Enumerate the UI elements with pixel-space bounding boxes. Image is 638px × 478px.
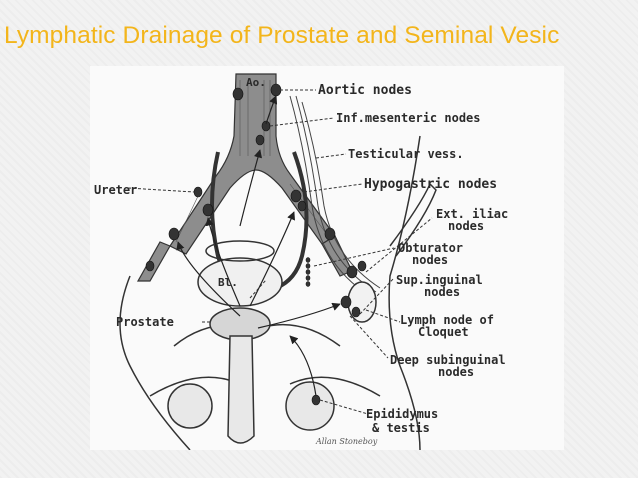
label-sup-inguinal: Sup.inguinal: [396, 273, 483, 287]
prostate: [209, 307, 271, 341]
leader-lines: [127, 89, 433, 415]
label-deep-subinguinal: Deep subinguinal: [390, 353, 506, 367]
figure-labels: Ao. Aortic nodes Inf.mesenteric nodes Te…: [94, 76, 508, 446]
label-cloquet: Cloquet: [418, 325, 469, 339]
label-ext-iliac: Ext. iliac: [436, 207, 508, 221]
label-prostate: Prostate: [116, 315, 174, 329]
lymph-nodes: [145, 83, 367, 406]
label-lymph-node-of-cloquet: Lymph node of: [400, 313, 494, 327]
label-ao: Ao.: [246, 76, 266, 89]
label-obturator: Obturator: [398, 241, 463, 255]
label-hypogastric-nodes: Hypogastric nodes: [364, 177, 497, 192]
label-epididymus: Epididymus: [366, 407, 438, 421]
label-epididymus-testis: & testis: [372, 421, 430, 435]
anatomy-illustration: Ao. Aortic nodes Inf.mesenteric nodes Te…: [90, 66, 564, 450]
label-testicular-vessels: Testicular vess.: [348, 147, 464, 161]
label-bladder: Bl.: [218, 276, 238, 289]
label-aortic-nodes: Aortic nodes: [318, 83, 412, 98]
slide-title: Lymphatic Drainage of Prostate and Semin…: [4, 22, 560, 49]
artist-signature: Allan Stoneboy: [315, 437, 378, 446]
label-obturator-nodes: nodes: [412, 253, 448, 267]
label-ureter: Ureter: [94, 183, 137, 197]
drainage-arrows: [176, 95, 341, 397]
anatomy-drawing: Ao. Aortic nodes Inf.mesenteric nodes Te…: [94, 73, 508, 450]
label-sup-inguinal-nodes: nodes: [424, 285, 460, 299]
label-inf-mesenteric-nodes: Inf.mesenteric nodes: [336, 111, 481, 125]
bladder: [197, 240, 283, 307]
label-deep-subinguinal-nodes: nodes: [438, 365, 474, 379]
label-ext-iliac-nodes: nodes: [448, 219, 484, 233]
